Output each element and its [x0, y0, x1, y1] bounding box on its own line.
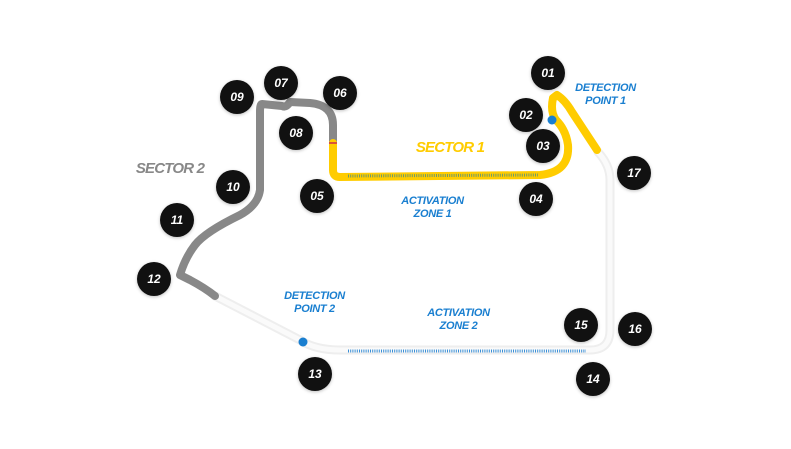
detection-point-1-marker: [547, 115, 557, 125]
turn-marker-04: 04: [519, 182, 553, 216]
turn-marker-10: 10: [216, 170, 250, 204]
activation-zone-2-line-2: ZONE 2: [439, 320, 478, 333]
activation-zone-1-label: ACTIVATION ZONE 1: [390, 195, 475, 221]
turn-marker-02: 02: [509, 98, 543, 132]
turn-marker-11: 11: [160, 203, 194, 237]
sector-3-track-inner: [212, 149, 613, 353]
detection-point-2-line-1: DETECTION: [284, 290, 345, 302]
turn-marker-06: 06: [323, 76, 357, 110]
turn-marker-09: 09: [220, 80, 254, 114]
detection-point-1-label: DETECTION POINT 1: [563, 82, 648, 108]
sector-3-track: [210, 147, 615, 355]
turn-marker-15: 15: [564, 308, 598, 342]
activation-zone-1-line-1: ACTIVATION: [401, 195, 464, 207]
turn-marker-05: 05: [300, 179, 334, 213]
detection-point-2-label: DETECTION POINT 2: [272, 290, 357, 316]
activation-zone-2-line-1: ACTIVATION: [427, 307, 490, 319]
turn-marker-08: 08: [279, 116, 313, 150]
detection-point-1-line-1: DETECTION: [575, 82, 636, 94]
turn-marker-07: 07: [264, 66, 298, 100]
sector-1-label: SECTOR 1: [415, 139, 485, 156]
turn-marker-12: 12: [137, 262, 171, 296]
sector-1-track: [329, 91, 601, 181]
detection-point-1-line-2: POINT 1: [585, 95, 626, 108]
turn-marker-14: 14: [576, 362, 610, 396]
activation-zone-1-line: [347, 173, 539, 178]
detection-point-2-marker: [298, 337, 308, 347]
turn-marker-03: 03: [526, 129, 560, 163]
turn-marker-16: 16: [618, 312, 652, 346]
detection-point-2-line-2: POINT 2: [294, 303, 335, 316]
sector-2-track: [176, 98, 337, 300]
turn-marker-13: 13: [298, 357, 332, 391]
turn-marker-17: 17: [617, 156, 651, 190]
activation-zone-1-line-2: ZONE 1: [413, 208, 452, 221]
sector-2-label: SECTOR 2: [135, 160, 205, 177]
turn-marker-01: 01: [531, 56, 565, 90]
activation-zone-2-label: ACTIVATION ZONE 2: [416, 307, 501, 333]
